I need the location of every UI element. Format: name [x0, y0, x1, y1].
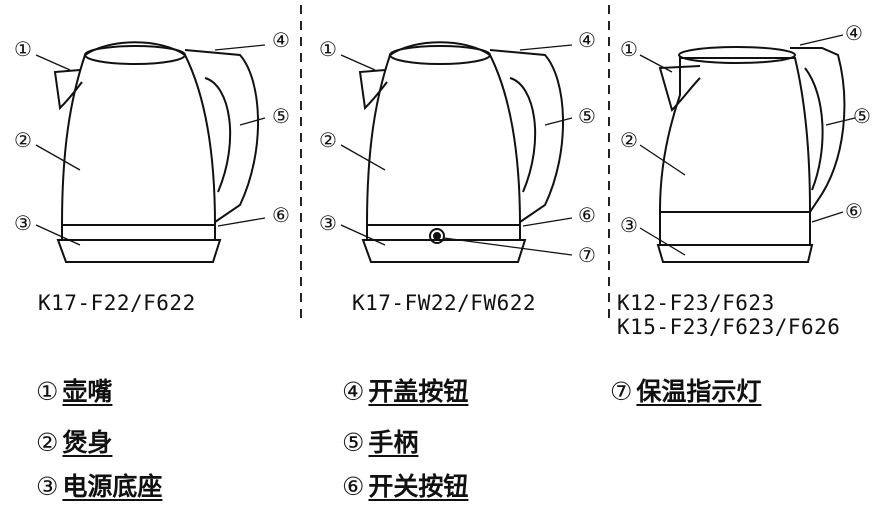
- k2-callout-1: ①: [319, 37, 337, 61]
- legend-label: 保温指示灯: [636, 377, 762, 406]
- kettle-1-lid: [84, 45, 186, 65]
- k3-callout-6: ⑥: [845, 199, 863, 223]
- k3-callout-2: ②: [620, 128, 638, 152]
- k2-callout-2: ②: [319, 128, 337, 152]
- legend-label: 开关按钮: [368, 472, 469, 501]
- model-left: K17-F22/F622: [38, 291, 196, 315]
- kettle-2-indicator-light: [429, 228, 445, 244]
- kettle-2-handle: [489, 49, 565, 223]
- legend-label: 壶嘴: [62, 377, 113, 406]
- k2-callout-3: ③: [319, 211, 337, 235]
- callout-numbers: ① ② ③ ④ ⑤ ⑥ ① ② ③ ④ ⑤ ⑥ ⑦ ① ② ③ ④ ⑤ ⑥: [14, 21, 871, 267]
- kettle-3-spout: [658, 65, 701, 112]
- kettle-2: [358, 41, 565, 263]
- kettle-3-base: [656, 244, 814, 263]
- kettle-1-body: [61, 41, 216, 241]
- legend-label: 煲身: [62, 428, 113, 457]
- k1-callout-6: ⑥: [272, 203, 290, 227]
- kettle-1: [53, 41, 260, 263]
- kettle-2-callouts: [340, 44, 573, 256]
- k2-callout-4: ④: [578, 28, 596, 52]
- k1-callout-4: ④: [272, 28, 290, 52]
- kettle-3-callouts: [639, 34, 856, 256]
- kettle-2-body: [366, 41, 521, 241]
- kettle-3-body: [659, 57, 811, 246]
- k1-callout-2: ②: [14, 128, 32, 152]
- kettle-2-base: [361, 239, 527, 263]
- legend-num: ⑥: [342, 472, 365, 501]
- model-right-line2: K15-F23/F623/F626: [617, 315, 841, 339]
- k3-callout-3: ③: [620, 213, 638, 237]
- model-middle: K17-FW22/FW622: [352, 291, 537, 315]
- legend-label: 电源底座: [62, 472, 163, 501]
- legend-num: ⑦: [610, 377, 633, 406]
- k1-callout-1: ①: [14, 37, 32, 61]
- k3-callout-1: ①: [620, 37, 638, 61]
- kettle-2-spout: [358, 69, 388, 111]
- legend-num: ②: [36, 428, 59, 457]
- k3-callout-5: ⑤: [853, 104, 871, 128]
- legend-label: 开盖按钮: [368, 377, 469, 406]
- k3-callout-4: ④: [845, 21, 863, 45]
- k2-callout-5: ⑤: [578, 104, 596, 128]
- k2-callout-6: ⑥: [578, 203, 596, 227]
- kettle-3: [656, 46, 846, 263]
- legend-num: ③: [36, 472, 59, 501]
- kettle-1-spout: [53, 69, 83, 111]
- kettle-1-handle: [184, 49, 260, 223]
- kettle-3-handle: [790, 47, 846, 213]
- kettle-2-lid: [389, 45, 491, 65]
- legend-num: ④: [342, 377, 365, 406]
- legend-num: ①: [36, 377, 59, 406]
- legend-label: 手柄: [368, 428, 419, 457]
- k1-callout-3: ③: [14, 211, 32, 235]
- kettle-3-lid: [678, 46, 796, 64]
- k2-callout-7: ⑦: [578, 243, 596, 267]
- legend-num: ⑤: [342, 428, 365, 457]
- model-right-line1: K12-F23/F623: [617, 291, 775, 315]
- kettle-1-callouts: [35, 44, 266, 246]
- kettle-1-base: [56, 239, 222, 263]
- k1-callout-5: ⑤: [272, 104, 290, 128]
